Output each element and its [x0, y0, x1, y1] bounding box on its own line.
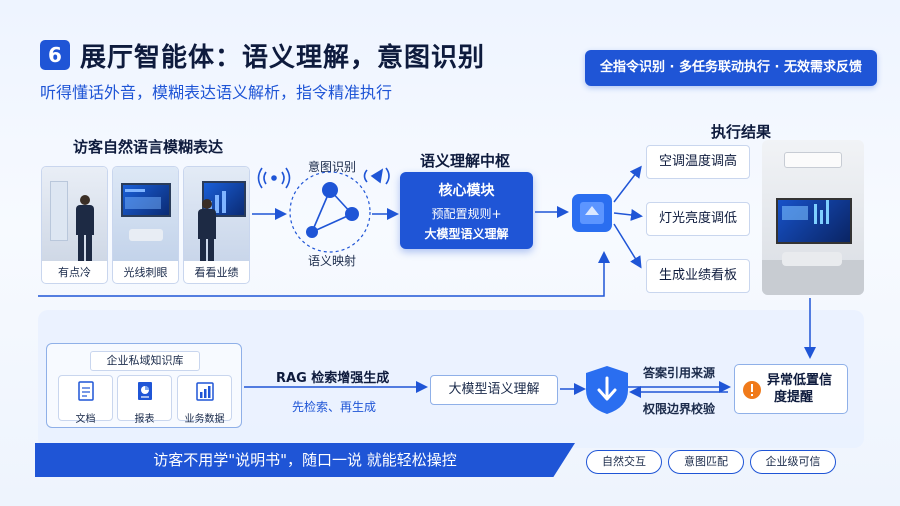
- photo-card-performance: 看看业绩: [183, 166, 250, 284]
- sound-wave-icon: [257, 167, 291, 189]
- photo-caption: 有点冷: [58, 266, 91, 279]
- page-title: 展厅智能体：语义理解，意图识别: [80, 43, 486, 73]
- photo-card-glare: 光线刺眼: [112, 166, 179, 284]
- kb-item-business-data: 业务数据: [177, 375, 232, 425]
- intent-label: 意图识别: [308, 160, 357, 174]
- warning-icon: [743, 381, 761, 399]
- bottom-banner: 访客不用学"说明书"，随口一说 就能轻松操控: [35, 443, 575, 477]
- chip-enterprise-trust: 企业级可信: [750, 450, 836, 474]
- knowledge-base-title: 企业私域知识库: [90, 351, 200, 371]
- warning-line2: 度提醒: [774, 390, 814, 405]
- result-dashboard: 生成业绩看板: [646, 259, 750, 293]
- document-icon: [77, 381, 94, 401]
- kb-item-label: 报表: [134, 414, 155, 425]
- result-ac-up: 空调温度调高: [646, 145, 750, 179]
- kb-item-document: 文档: [58, 375, 113, 425]
- input-heading: 访客自然语言模糊表达: [73, 138, 224, 156]
- tagline-badge: 全指令识别 · 多任务联动执行 · 无效需求反馈: [585, 50, 877, 86]
- core-llm: 大模型语义理解: [424, 227, 509, 241]
- warning-line1: 异常低置信: [767, 373, 833, 388]
- scene-image: [42, 167, 107, 261]
- signal-icon: [363, 167, 390, 185]
- mapping-label: 语义映射: [308, 254, 357, 268]
- kb-item-report: 报表: [117, 375, 172, 425]
- photo-caption: 光线刺眼: [123, 266, 168, 279]
- photo-caption: 看看业绩: [194, 266, 239, 279]
- llm-understanding-box: 大模型语义理解: [430, 375, 558, 405]
- kb-item-label: 业务数据: [184, 414, 225, 425]
- semantic-network-graphic: [289, 171, 371, 253]
- scene-image: [113, 167, 178, 261]
- page-subtitle: 听得懂话外音，模糊表达语义解析，指令精准执行: [40, 83, 393, 102]
- scene-image: [184, 167, 249, 261]
- chip-natural-interaction: 自然交互: [586, 450, 662, 474]
- rag-subtitle: 先检索、再生成: [292, 400, 377, 414]
- rag-title: RAG 检索增强生成: [276, 371, 390, 386]
- core-rules: 预配置规则+: [431, 207, 502, 221]
- room-result-image: [762, 140, 864, 295]
- photo-card-cold: 有点冷: [41, 166, 108, 284]
- core-module-box: 核心模块 预配置规则+ 大模型语义理解: [400, 172, 533, 249]
- low-confidence-warning-box: 异常低置信 度提醒: [734, 364, 848, 414]
- chip-intent-matching: 意图匹配: [668, 450, 744, 474]
- report-icon: [137, 382, 152, 400]
- result-light-down: 灯光亮度调低: [646, 202, 750, 236]
- section-number-badge: 6: [40, 40, 70, 70]
- validation-source: 答案引用来源: [643, 366, 716, 380]
- kb-item-label: 文档: [75, 414, 96, 425]
- results-heading: 执行结果: [711, 123, 772, 141]
- bar-chart-icon: [195, 382, 214, 401]
- hub-heading: 语义理解中枢: [420, 152, 511, 170]
- validation-permission: 权限边界校验: [643, 402, 716, 416]
- core-title: 核心模块: [438, 183, 495, 199]
- processor-chip-icon: [572, 194, 612, 232]
